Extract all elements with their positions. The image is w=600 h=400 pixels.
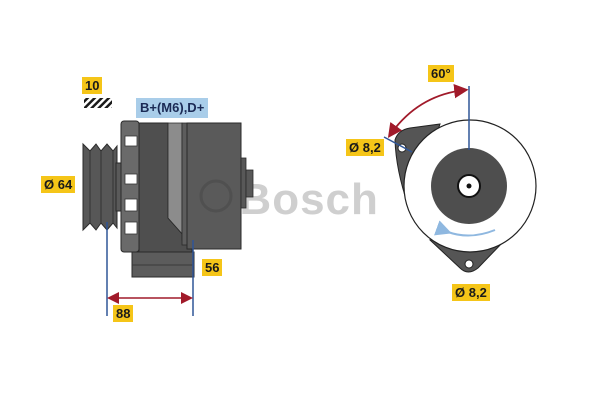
angle-label: 60° <box>428 65 454 82</box>
shaft-center <box>466 183 472 189</box>
pulley <box>82 142 124 232</box>
terminals-label: B+(M6),D+ <box>136 98 209 118</box>
center-line-angled <box>383 136 413 153</box>
clockwise-arrow-icon <box>433 220 496 237</box>
hatched-stripe-icon <box>84 98 112 108</box>
lower-hole <box>464 259 474 269</box>
watermark-text: Bosch <box>239 175 379 224</box>
axial-length-label: 88 <box>113 305 134 322</box>
rear-housing <box>186 122 242 250</box>
angle-arrow-60 <box>387 83 469 138</box>
side-view <box>82 98 254 316</box>
lower-hole-diameter-label: Ø 8,2 <box>452 284 490 301</box>
mount-offset-label: 56 <box>202 259 223 276</box>
fan-housing <box>120 120 140 253</box>
pulley-diameter-label: Ø 64 <box>41 176 76 193</box>
rotation-code-label: 10 <box>82 77 103 94</box>
front-view <box>383 83 537 273</box>
upper-hole-diameter-label: Ø 8,2 <box>346 139 384 156</box>
